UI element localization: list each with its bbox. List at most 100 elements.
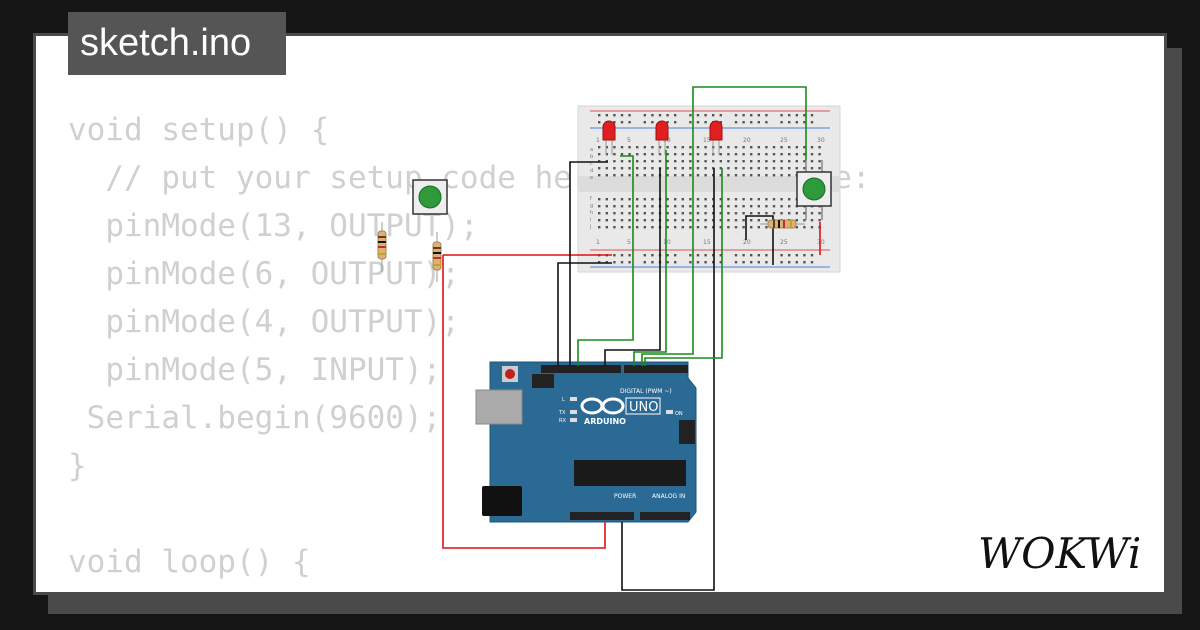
breadboard-hole — [734, 146, 738, 149]
breadboard-hole — [780, 153, 783, 156]
wire-black-led-2[interactable] — [621, 168, 715, 591]
breadboard-hole — [818, 153, 821, 156]
breadboard-hole — [598, 198, 601, 201]
wires[interactable] — [442, 86, 821, 591]
breadboard-hole — [643, 146, 646, 149]
breadboard-hole — [620, 261, 624, 264]
breadboard-hole — [628, 160, 631, 163]
wire-black-gnd-top[interactable] — [569, 161, 608, 366]
wire-green-pin13[interactable] — [577, 155, 634, 366]
breadboard-hole — [696, 121, 700, 124]
board-brand: ARDUINO — [584, 417, 626, 426]
breadboard-hole — [765, 261, 768, 264]
breadboard-hole — [651, 205, 654, 208]
breadboard-hole — [674, 226, 677, 229]
breadboard-hole — [734, 121, 738, 124]
resistor-loose-2[interactable] — [432, 232, 442, 282]
breadboard-hole — [689, 121, 692, 124]
breadboard-hole — [636, 167, 639, 170]
pushbutton-breadboard[interactable] — [796, 160, 832, 220]
wire-red-5v[interactable] — [442, 255, 606, 549]
breadboard-hole — [605, 114, 608, 117]
pushbutton-loose-cap[interactable] — [418, 185, 442, 209]
model-frame — [625, 397, 661, 415]
wire-black-resistor[interactable] — [745, 215, 774, 265]
breadboard-hole — [658, 114, 662, 117]
wire-black-gnd-bottom[interactable] — [557, 262, 612, 366]
reset-button[interactable] — [505, 369, 515, 379]
breadboard-hole — [651, 198, 654, 201]
power-header-label: POWER — [614, 493, 636, 500]
breadboard-hole — [727, 198, 730, 201]
breadboard-hole — [643, 114, 646, 117]
breadboard-hole — [666, 167, 669, 170]
breadboard-hole — [719, 198, 722, 201]
breadboard-hole — [681, 219, 684, 222]
breadboard-hole — [598, 219, 601, 222]
breadboard-hole — [765, 174, 768, 177]
breadboard-hole — [620, 174, 624, 177]
led-3[interactable] — [709, 120, 723, 155]
breadboard-hole — [628, 254, 631, 257]
breadboard-hole — [636, 205, 639, 208]
breadboard-hole — [704, 226, 707, 229]
breadboard-hole — [598, 114, 601, 117]
wire-green-pin6[interactable] — [633, 150, 667, 366]
breadboard-hole — [750, 261, 753, 264]
breadboard-hole — [636, 153, 639, 156]
breadboard-hole — [674, 261, 677, 264]
breadboard-hole — [658, 153, 662, 156]
led-on-label: ON — [675, 411, 683, 417]
wire-green-pin5[interactable] — [641, 86, 807, 366]
breadboard-hole — [704, 261, 707, 264]
breadboard-hole — [651, 261, 654, 264]
breadboard-hole — [788, 160, 791, 163]
breadboard-hole — [788, 114, 791, 117]
wire-black-led-1[interactable] — [604, 168, 661, 366]
breadboard-hole — [651, 212, 654, 215]
col-number: 20 — [743, 239, 751, 246]
breadboard-hole — [605, 212, 608, 215]
row-letter: j — [589, 224, 591, 230]
breadboard-hole — [620, 160, 624, 163]
breadboard-hole — [712, 160, 715, 163]
breadboard-hole — [628, 114, 631, 117]
resistor-loose-1[interactable] — [377, 222, 387, 272]
pushbutton-breadboard-cap[interactable] — [802, 177, 826, 201]
col-number: 30 — [817, 137, 825, 144]
row-letter: c — [590, 161, 593, 167]
icsp-header-right — [679, 420, 695, 444]
breadboard-hole — [719, 114, 722, 117]
row-letter: a — [590, 147, 593, 153]
breadboard-hole — [674, 205, 677, 208]
breadboard-hole — [689, 153, 692, 156]
pushbutton-loose[interactable] — [412, 179, 448, 215]
breadboard-hole — [651, 153, 654, 156]
code-line: pinMode(4, OUTPUT); — [68, 304, 460, 340]
breadboard-hole — [620, 219, 624, 222]
breadboard-hole — [681, 226, 684, 229]
breadboard-hole — [681, 160, 684, 163]
breadboard-hole — [689, 146, 692, 149]
row-letter: h — [590, 210, 593, 216]
breadboard-hole — [750, 153, 753, 156]
breadboard-hole — [628, 153, 631, 156]
breadboard-hole — [696, 153, 700, 156]
wire-green-pin4[interactable] — [644, 168, 723, 366]
breadboard-hole — [666, 261, 669, 264]
resistor-breadboard[interactable] — [760, 219, 805, 229]
analog-header — [640, 512, 690, 520]
breadboard-hole — [757, 153, 760, 156]
arduino-uno[interactable]: DIGITAL (PWM ~) POWER ANALOG IN UNO ARDU… — [475, 361, 697, 523]
breadboard-hole — [765, 198, 768, 201]
breadboard-hole — [598, 121, 601, 124]
breadboard-hole — [719, 167, 722, 170]
breadboard-hole — [704, 198, 707, 201]
breadboard-hole — [681, 146, 684, 149]
breadboard-hole — [689, 205, 692, 208]
file-name-tab[interactable]: sketch.ino — [68, 12, 286, 75]
led-1[interactable] — [602, 120, 616, 155]
breadboard-hole — [757, 226, 760, 229]
led-2[interactable] — [655, 120, 669, 155]
